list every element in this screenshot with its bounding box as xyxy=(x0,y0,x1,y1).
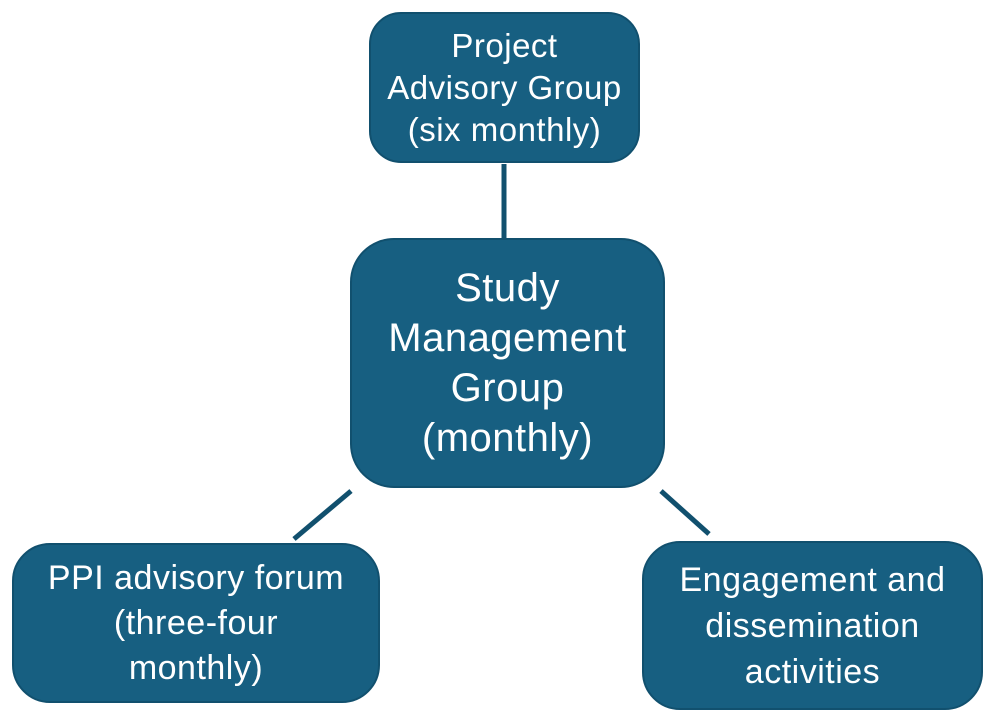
node-engagement-dissemination-activities: Engagement and dissemination activities xyxy=(642,541,983,710)
node-engagement-dissemination-activities-label: Engagement and dissemination activities xyxy=(679,560,946,691)
node-ppi-advisory-forum-label: PPI advisory forum (three-four monthly) xyxy=(47,558,345,687)
connector-smg-to-engagement xyxy=(659,489,711,536)
connector-smg-to-ppi-forum xyxy=(292,489,353,541)
node-ppi-advisory-forum: PPI advisory forum (three-four monthly) xyxy=(12,543,380,703)
node-project-advisory-group-label: Project Advisory Group (six monthly) xyxy=(387,26,622,148)
node-project-advisory-group: Project Advisory Group (six monthly) xyxy=(369,12,640,163)
node-study-management-group-label: Study Management Group (monthly) xyxy=(388,266,627,460)
node-study-management-group: Study Management Group (monthly) xyxy=(350,238,665,488)
